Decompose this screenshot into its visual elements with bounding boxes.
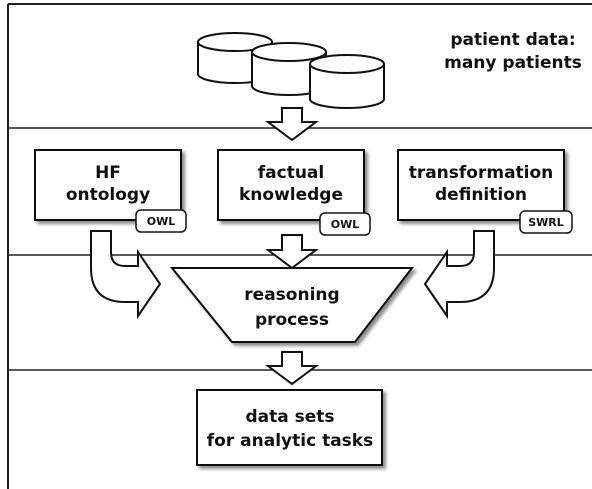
- factual-knowledge-box: factual knowledge OWL: [217, 149, 371, 236]
- database-icon: [251, 42, 327, 96]
- hf-ontology-line2: ontology: [66, 185, 150, 205]
- hf-ontology-box: HF ontology OWL: [34, 149, 187, 233]
- owl-tag: OWL: [331, 218, 360, 231]
- hf-ontology-line1: HF: [95, 163, 121, 183]
- patient-data-sublabel: many patients: [444, 53, 582, 73]
- database-icon: [309, 54, 385, 109]
- database-icon-group: [197, 32, 385, 109]
- transformation-definition-line1: transformation: [409, 163, 554, 183]
- curved-arrow-right-icon: [90, 230, 162, 320]
- factual-knowledge-line2: knowledge: [239, 185, 343, 205]
- down-arrow-icon: [265, 351, 319, 386]
- data-sets-box: data sets for analytic tasks: [196, 389, 383, 466]
- reasoning-process-shape: reasoning process: [169, 267, 415, 343]
- data-sets-line1: data sets: [245, 407, 334, 427]
- patient-data-label: patient data:: [450, 30, 575, 50]
- reasoning-line1: reasoning: [244, 285, 339, 305]
- transformation-definition-box: transformation definition SWRL: [397, 149, 573, 234]
- reasoning-line2: process: [255, 310, 329, 330]
- owl-tag: OWL: [147, 215, 176, 228]
- down-arrow-icon: [265, 107, 319, 142]
- transformation-definition-line2: definition: [435, 185, 527, 205]
- down-arrow-icon: [265, 234, 319, 270]
- factual-knowledge-line1: factual: [258, 163, 324, 183]
- curved-arrow-left-icon: [423, 230, 495, 320]
- data-sets-line2: for analytic tasks: [207, 431, 373, 451]
- swrl-tag: SWRL: [528, 216, 564, 229]
